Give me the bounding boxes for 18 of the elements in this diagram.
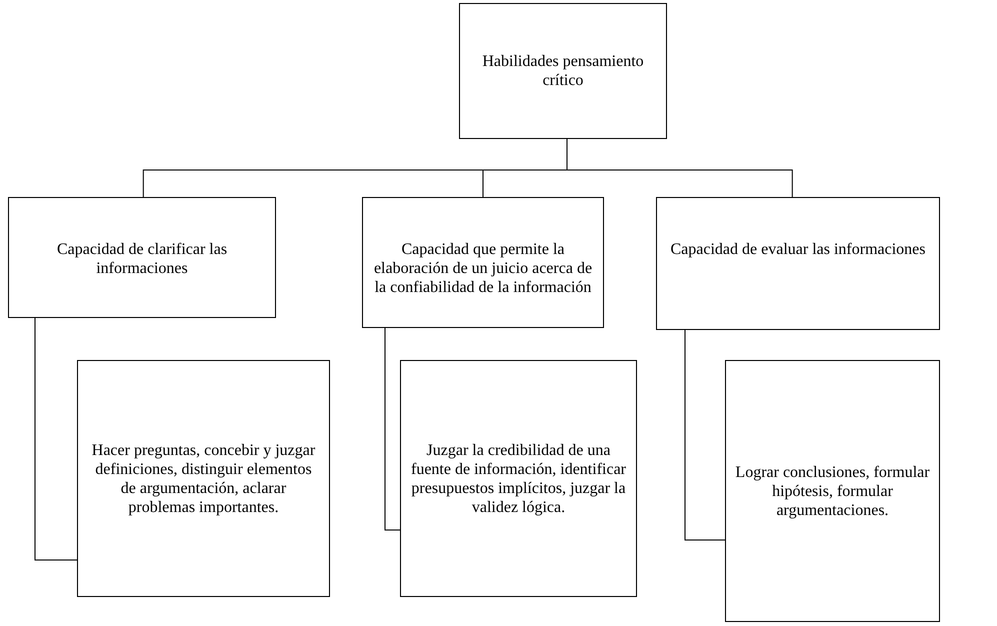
box-text: Capacidad de evaluar las informaciones (670, 240, 926, 259)
text-box (77, 360, 330, 597)
text-box (725, 360, 940, 622)
box-text: Habilidades pensamiento crítico (481, 52, 645, 90)
connector-line (384, 328, 400, 530)
text-box (362, 197, 604, 328)
box-text: Juzgar la credibilidad de una fuente de información, identificar presupuestos implícitos, juzgar la validez lógica. (410, 440, 627, 516)
box-text: Capacidad que permite la elaboración de un juicio acerca de la confiabilidad de la información (372, 240, 594, 297)
text-box (400, 360, 637, 597)
connector-line (34, 318, 78, 560)
text-box (459, 3, 667, 139)
box-text: Capacidad de clarificar las informaciones (56, 240, 228, 278)
box-text: Lograr conclusiones, formular hipótesis, formular argumentaciones. (734, 462, 931, 520)
text-box (656, 197, 940, 330)
connector-line (684, 330, 726, 540)
connector-line (566, 138, 793, 198)
box-text: Hacer preguntas, concebir y juzgar definiciones, distinguir elementos de argumentación, aclarar problemas importantes. (90, 440, 316, 516)
text-box (8, 197, 276, 318)
